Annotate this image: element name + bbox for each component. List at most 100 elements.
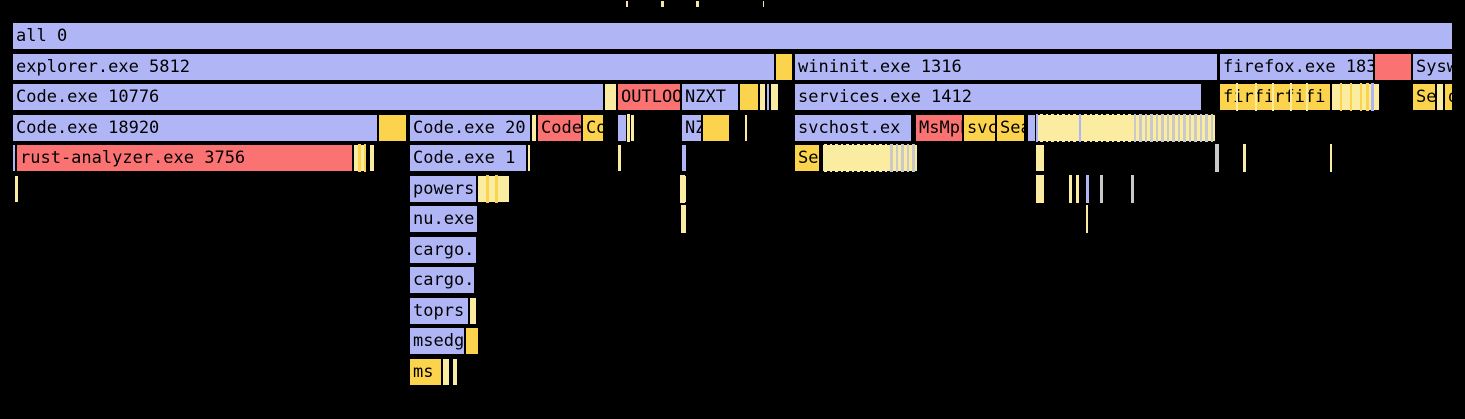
flame-frame-narrow[interactable] [617,113,627,142]
flame-frame-sliver[interactable] [1255,83,1257,111]
flame-frame[interactable]: msedg [409,327,465,355]
flame-frame-sliver[interactable] [1236,83,1238,111]
flame-frame-sliver[interactable] [885,144,887,172]
flame-frame-sliver[interactable] [1172,113,1175,142]
flame-frame-sliver[interactable] [1101,113,1103,142]
flame-frame-sliver[interactable] [486,174,489,203]
flame-frame-sliver[interactable] [901,144,904,172]
flame-frame-sliver[interactable] [1095,113,1098,142]
flame-frame-narrow[interactable] [14,174,19,203]
flame-frame-sliver[interactable] [1272,83,1274,111]
flame-frame-sliver[interactable] [857,144,860,172]
flame-frame[interactable]: OUTLOO [617,83,681,111]
flame-frame-narrow[interactable] [702,113,730,142]
flame-frame-sliver[interactable] [681,205,686,233]
flame-frame-sliver[interactable] [830,144,832,172]
flame-frame-narrow[interactable] [1035,144,1045,172]
flame-frame-narrow[interactable] [766,83,770,111]
flame-frame-sliver[interactable] [1128,113,1131,142]
flame-frame-sliver[interactable] [1068,113,1070,142]
flame-frame-sliver[interactable] [1073,113,1076,142]
flame-frame-sliver[interactable] [1036,113,1038,142]
flame-frame[interactable]: wininit.exe 1316 [794,52,1218,81]
flame-frame[interactable]: Code.exe 18920 [12,113,378,142]
flame-frame-sliver[interactable] [852,144,854,172]
flame-frame[interactable]: nu.exe [409,205,478,233]
flame-frame-narrow[interactable] [527,144,531,172]
flame-frame-sliver[interactable] [879,144,882,172]
flame-frame-narrow[interactable] [617,144,622,172]
flame-frame[interactable]: toprs. [409,296,469,325]
flame-frame-sliver[interactable] [1360,83,1362,111]
flame-frame[interactable]: Sea [996,113,1025,142]
flame-frame[interactable]: powershe [409,174,477,203]
flame-frame-sliver[interactable] [1076,174,1079,203]
flame-frame-sliver[interactable] [1371,83,1374,111]
flame-frame-sliver[interactable] [1117,113,1120,142]
flame-frame-sliver[interactable] [863,144,865,172]
flame-frame-sliver[interactable] [841,144,843,172]
flame-frame[interactable]: ms [409,357,442,386]
flame-frame-sliver[interactable] [1205,113,1208,142]
flame-frame[interactable]: services.exe 1412 [794,83,1202,111]
flame-frame[interactable]: Code.exe 20 [409,113,531,142]
flame-frame[interactable]: MsMpE [915,113,963,142]
flame-frame-sliver[interactable] [495,174,498,203]
flame-frame-sliver[interactable] [868,144,871,172]
flame-frame-sliver[interactable] [1046,113,1048,142]
flame-frame-sliver[interactable] [1079,113,1081,142]
flame-frame-sliver[interactable] [1069,174,1072,203]
flame-frame[interactable]: all 0 [12,22,1453,50]
flame-frame-sliver[interactable] [1086,174,1089,203]
flame-frame[interactable]: Code [537,113,582,142]
flame-frame-sliver[interactable] [1040,113,1043,142]
flame-frame-sliver[interactable] [1051,113,1054,142]
flame-frame-narrow[interactable] [465,327,479,355]
flame-frame[interactable]: explorer.exe 5812 [12,52,775,81]
flame-frame[interactable]: Code.exe 10776 [12,83,604,111]
flame-frame-sliver[interactable] [680,174,685,203]
flame-frame-sliver[interactable] [1215,144,1219,172]
flame-frame-sliver[interactable] [912,144,915,172]
flame-frame-narrow[interactable] [1027,113,1036,142]
flame-frame-sliver[interactable] [1086,205,1088,233]
flame-frame-sliver[interactable] [1161,113,1164,142]
flame-frame[interactable]: cargo. [409,266,475,294]
flame-frame[interactable]: cargo. [409,235,477,264]
flame-frame-narrow[interactable] [1036,113,1216,142]
flame-frame-sliver[interactable] [1350,83,1352,111]
flame-frame-sliver[interactable] [896,144,898,172]
flame-frame[interactable]: Se [1412,83,1436,111]
flame-frame-narrow[interactable] [681,144,687,172]
flame-frame-sliver[interactable] [1123,113,1125,142]
flame-frame-sliver[interactable] [1189,113,1191,142]
flame-frame-sliver[interactable] [824,144,827,172]
flame-frame[interactable]: NZX [681,113,702,142]
flame-frame-sliver[interactable] [874,144,876,172]
flame-frame-sliver[interactable] [1145,113,1147,142]
flame-frame-sliver[interactable] [890,144,893,172]
flame-frame-sliver[interactable] [1036,174,1044,203]
flame-frame[interactable]: Sysw [1412,52,1453,81]
flame-frame-sliver[interactable] [358,144,361,172]
flame-frame[interactable]: svc [963,113,996,142]
flame-frame-narrow[interactable] [630,113,635,142]
flame-frame-sliver[interactable] [1057,113,1059,142]
flame-frame-narrow[interactable] [775,52,793,81]
flame-frame-sliver[interactable] [1194,113,1197,142]
flame-frame-sliver[interactable] [1131,174,1134,203]
flame-frame-narrow[interactable] [378,113,407,142]
flame-frame-narrow[interactable] [12,144,16,172]
flame-frame-sliver[interactable] [627,113,630,142]
flame-frame-sliver[interactable] [1330,144,1332,172]
flame-frame[interactable]: NZXT ( [681,83,739,111]
flame-frame-narrow[interactable] [452,357,458,386]
flame-frame-sliver[interactable] [1200,113,1202,142]
flame-frame-sliver[interactable] [1178,113,1180,142]
flame-frame[interactable]: rust-analyzer.exe 3756 [16,144,353,172]
flame-frame-sliver[interactable] [1340,83,1342,111]
flame-frame-narrow[interactable] [442,357,450,386]
flame-frame-narrow[interactable] [469,296,477,325]
flame-frame-sliver[interactable] [1211,113,1213,142]
